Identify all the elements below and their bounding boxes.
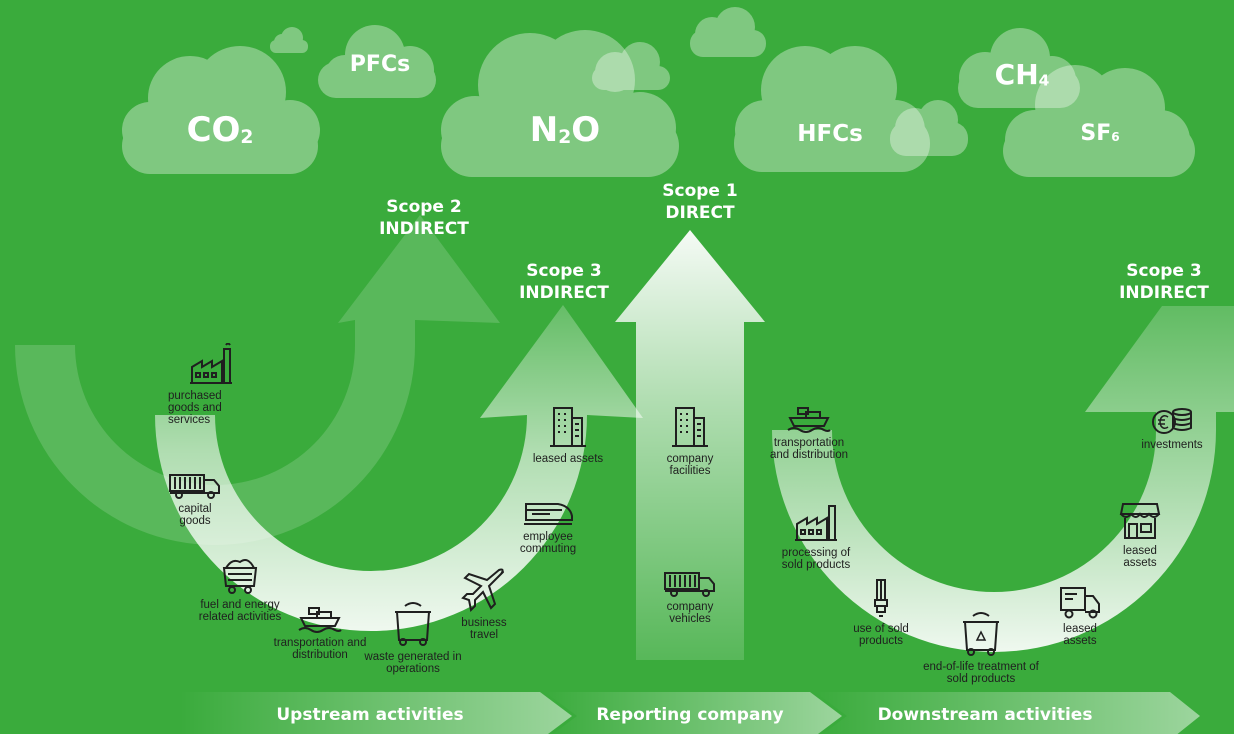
downstream-item-label: end-of-life treatment of sold products [923,661,1039,685]
upstream-item-label: purchased goods and services [168,390,222,426]
downstream-item-label: transportation and distribution [770,437,848,461]
building-icon [550,407,586,447]
gas-sf6-formula: SF [1080,121,1112,146]
downstream-item-investments: investments [1135,402,1209,451]
cloud-sf6 [1003,65,1195,177]
gas-ch4: CH4 [962,58,1082,91]
upstream-item-label: business travel [461,617,507,641]
upstream-item-label: leased assets [532,453,604,465]
cloud-co2 [122,46,320,174]
scope3-downstream-arrow [772,306,1234,652]
waste-bin-icon [395,602,431,646]
upstream-item-capital-goods: capital goods [165,472,225,527]
cloud-small-3 [690,7,766,57]
upstream-item-label: waste generated in operations [364,651,462,675]
coal-cart-icon [222,559,258,594]
scope3-upstream-type: INDIRECT [519,283,609,303]
train-icon [524,503,573,525]
downstream-item-label: processing of sold products [781,547,851,571]
cloud-n2o [441,30,679,177]
scope2-title: Scope 2 [386,197,462,217]
gas-co2-formula: CO [186,110,241,150]
cloud-small-1 [270,27,308,53]
company-item-label: company vehicles [666,601,714,625]
scope3-downstream-title: Scope 3 [1126,261,1202,281]
cloud-hfcs [734,46,930,172]
factory-icon [795,505,837,541]
upstream-item-label: employee commuting [519,531,577,555]
upstream-item-fuel-energy: fuel and energy related activities [190,552,290,623]
upstream-item-business-travel: business travel [452,568,516,641]
downstream-item-label: use of sold products [853,623,909,647]
downstream-item-processing: processing of sold products [776,500,856,571]
downstream-item-end-of-life: end-of-life treatment of sold products [918,610,1044,685]
scope2-arrow [15,215,500,545]
bulb-icon [874,579,888,617]
downstream-item-leased-assets-van: leased assets [1050,584,1110,647]
coins-icon [1152,408,1192,434]
gas-n2o-subscript: 2 [558,126,572,148]
downstream-item-label: investments [1141,439,1203,451]
scope3-upstream-arrow [155,305,643,631]
gas-n2o-o: O [571,110,601,150]
scope3-upstream-title: Scope 3 [526,261,602,281]
downstream-item-label: leased assets [1123,545,1157,569]
activity-bands [180,692,1200,734]
downstream-item-transportation: transportation and distribution [765,404,853,461]
scope3-downstream-type: INDIRECT [1119,283,1209,303]
band-reporting-company: Reporting company [596,705,784,725]
upstream-item-leased-assets: leased assets [525,404,611,465]
gas-sf6-subscript: 6 [1111,130,1120,145]
upstream-item-purchased-goods: purchased goods and services [168,343,254,426]
gas-ch4-subscript: 4 [1038,71,1050,90]
gas-co2: CO2 [150,110,290,150]
truck-icon [664,572,715,597]
downstream-item-leased-assets-shop: leased assets [1115,500,1165,569]
scope1-title: Scope 1 [662,181,738,201]
ship-icon [298,607,342,633]
downstream-item-label: leased assets [1063,623,1097,647]
gas-pfcs: PFCs [349,52,411,77]
downstream-item-use: use of sold products [848,576,914,647]
cloud-ch4 [958,28,1080,108]
upstream-item-label: transportation and distribution [273,637,367,661]
gas-ch4-formula: CH [994,58,1039,91]
scope1-type: DIRECT [665,203,735,223]
truck-icon [169,474,220,499]
building-icon [672,407,708,447]
ship-icon [787,407,831,433]
upstream-item-employee-commuting: employee commuting [508,496,588,555]
upstream-item-label: capital goods [178,503,212,527]
cloud-pfcs [318,25,436,98]
gas-n2o: N2O [480,110,650,150]
band-downstream: Downstream activities [877,705,1093,725]
company-item-vehicles: company vehicles [655,570,725,625]
company-item-label: company facilities [666,453,714,477]
airplane-icon [461,568,504,613]
gas-hfcs: HFCs [797,121,863,147]
upstream-item-waste: waste generated in operations [363,600,463,675]
gas-n2o-n: N [529,110,559,150]
upstream-item-label: fuel and energy related activities [198,599,282,623]
clouds [122,7,1195,177]
cloud-small-2 [592,42,670,92]
cloud-small-4 [890,100,968,156]
upstream-item-transportation: transportation and distribution [270,604,370,661]
band-upstream: Upstream activities [276,705,464,725]
van-icon [1060,587,1100,619]
gas-sf6: SF6 [1040,121,1160,146]
scope2-type: INDIRECT [379,219,469,239]
company-item-facilities: company facilities [650,404,730,477]
shop-icon [1119,503,1161,539]
factory-icon [190,343,232,384]
recycle-bin-icon [963,612,999,656]
gas-co2-subscript: 2 [240,126,254,148]
